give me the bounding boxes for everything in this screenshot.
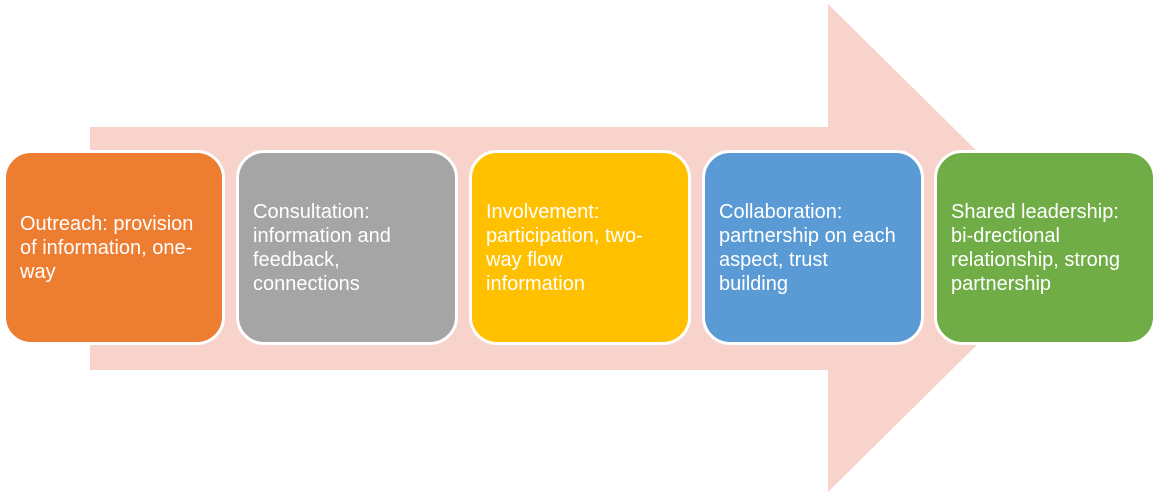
stage-shared-leadership: Shared leadership: bi-drectional relatio… <box>934 150 1156 345</box>
stage-outreach: Outreach: provision of information, one-… <box>3 150 225 345</box>
stage-consultation-label: Consultation: information and feedback, … <box>253 200 391 295</box>
stage-collaboration: Collaboration: partnership on each aspec… <box>702 150 924 345</box>
stage-outreach-label: Outreach: provision of information, one-… <box>20 212 194 283</box>
stage-collaboration-label: Collaboration: partnership on each aspec… <box>719 200 896 295</box>
stage-involvement: Involvement: participation, two- way flo… <box>469 150 691 345</box>
stage-consultation: Consultation: information and feedback, … <box>236 150 458 345</box>
stage-shared-leadership-label: Shared leadership: bi-drectional relatio… <box>951 200 1120 295</box>
stage-involvement-label: Involvement: participation, two- way flo… <box>486 200 643 295</box>
